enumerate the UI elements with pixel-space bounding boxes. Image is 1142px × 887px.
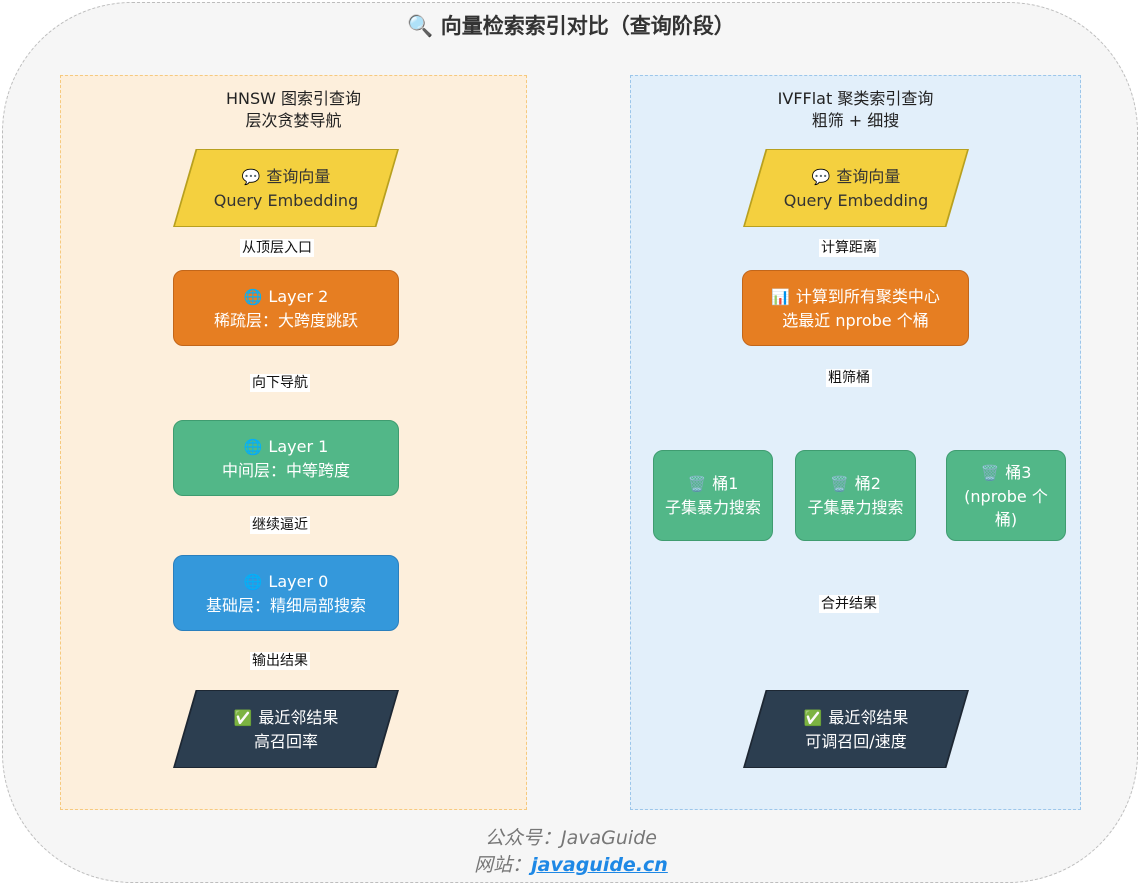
ivf-bucket3-node: 🗑️ 桶3 (nprobe 个 桶)	[946, 450, 1066, 541]
bar-chart-icon: 📊	[771, 287, 790, 306]
ivf-centroid-desc: 选最近 nprobe 个桶	[782, 310, 929, 330]
wastebasket-icon: 🗑️	[830, 475, 849, 493]
ivf-result-desc: 可调召回/速度	[805, 731, 907, 751]
hnsw-edge-label-entry: 从顶层入口	[240, 239, 314, 257]
ivf-title-line2: 粗筛 + 细搜	[811, 111, 900, 130]
speech-bubble-icon: 💬	[811, 167, 831, 186]
hnsw-layer1-desc: 中间层：中等跨度	[221, 460, 350, 480]
ivf-bucket1-node: 🗑️ 桶1 子集暴力搜索	[653, 450, 773, 541]
ivf-panel-title: IVFFlat 聚类索引查询 粗筛 + 细搜	[631, 88, 1080, 132]
globe-icon: 🌐	[243, 572, 263, 591]
check-mark-icon: ✅	[233, 708, 253, 727]
hnsw-result-desc: 高召回率	[253, 731, 318, 751]
hnsw-layer2-desc: 稀疏层：大跨度跳跃	[213, 310, 358, 330]
ivf-bucket3-desc-2: 桶)	[994, 509, 1018, 529]
ivf-edge-label-merge: 合并结果	[819, 595, 879, 613]
ivf-query-sublabel: Query Embedding	[783, 190, 929, 210]
hnsw-panel-title: HNSW 图索引查询 层次贪婪导航	[61, 88, 526, 132]
hnsw-layer1-label: Layer 1	[268, 436, 329, 456]
hnsw-layer1-node: 🌐 Layer 1 中间层：中等跨度	[173, 420, 399, 496]
ivf-bucket2-label: 桶2	[854, 474, 881, 493]
ivf-bucket1-desc: 子集暴力搜索	[664, 498, 761, 517]
hnsw-edge-label-continue: 继续逼近	[250, 516, 310, 534]
hnsw-query-label: 查询向量	[266, 166, 331, 186]
ivf-query-label: 查询向量	[836, 166, 901, 186]
hnsw-layer2-node: 🌐 Layer 2 稀疏层：大跨度跳跃	[173, 270, 399, 346]
footer-website: 网站：javaguide.cn	[0, 850, 1142, 877]
ivf-bucket3-desc: (nprobe 个	[964, 486, 1048, 506]
ivf-result-label: 最近邻结果	[828, 707, 909, 727]
ivf-edge-label-distance: 计算距离	[819, 239, 879, 257]
globe-icon: 🌐	[243, 287, 263, 306]
hnsw-edge-label-output: 输出结果	[250, 652, 310, 670]
ivf-title-line1: IVFFlat 聚类索引查询	[777, 89, 934, 108]
hnsw-result-node: ✅ 最近邻结果 高召回率	[175, 691, 397, 767]
ivf-bucket2-node: 🗑️ 桶2 子集暴力搜索	[795, 450, 916, 541]
hnsw-query-node: 💬 查询向量 Query Embedding	[175, 150, 397, 226]
ivf-centroid-node: 📊 计算到所有聚类中心 选最近 nprobe 个桶	[742, 270, 969, 346]
wastebasket-icon: 🗑️	[980, 463, 1000, 482]
hnsw-edge-label-down: 向下导航	[250, 374, 310, 392]
check-mark-icon: ✅	[803, 708, 823, 727]
ivf-bucket2-desc: 子集暴力搜索	[807, 498, 904, 517]
hnsw-layer0-desc: 基础层：精细局部搜索	[205, 595, 366, 615]
wastebasket-icon: 🗑️	[687, 475, 707, 493]
hnsw-result-label: 最近邻结果	[258, 707, 339, 727]
hnsw-layer0-node: 🌐 Layer 0 基础层：精细局部搜索	[173, 555, 399, 631]
hnsw-title-line1: HNSW 图索引查询	[225, 89, 362, 108]
globe-icon: 🌐	[243, 437, 263, 456]
footer-account: 公众号：JavaGuide	[485, 827, 657, 849]
ivf-centroid-label: 计算到所有聚类中心	[795, 286, 940, 306]
diagram-title: 🔍 向量检索索引对比（查询阶段）	[407, 14, 735, 38]
ivf-result-node: ✅ 最近邻结果 可调召回/速度	[745, 691, 967, 767]
ivf-bucket3-label: 桶3	[1005, 462, 1032, 482]
ivf-bucket1-label: 桶1	[712, 474, 739, 493]
ivf-edge-label-coarse: 粗筛桶	[826, 369, 872, 387]
footer-website-prefix: 网站：	[474, 854, 532, 876]
hnsw-title-line2: 层次贪婪导航	[245, 111, 342, 130]
hnsw-layer0-label: Layer 0	[268, 571, 329, 591]
website-link[interactable]: javaguide.cn	[531, 854, 668, 876]
hnsw-query-sublabel: Query Embedding	[213, 190, 359, 210]
hnsw-layer2-label: Layer 2	[268, 286, 329, 306]
speech-bubble-icon: 💬	[241, 167, 261, 186]
ivf-query-node: 💬 查询向量 Query Embedding	[745, 150, 967, 226]
